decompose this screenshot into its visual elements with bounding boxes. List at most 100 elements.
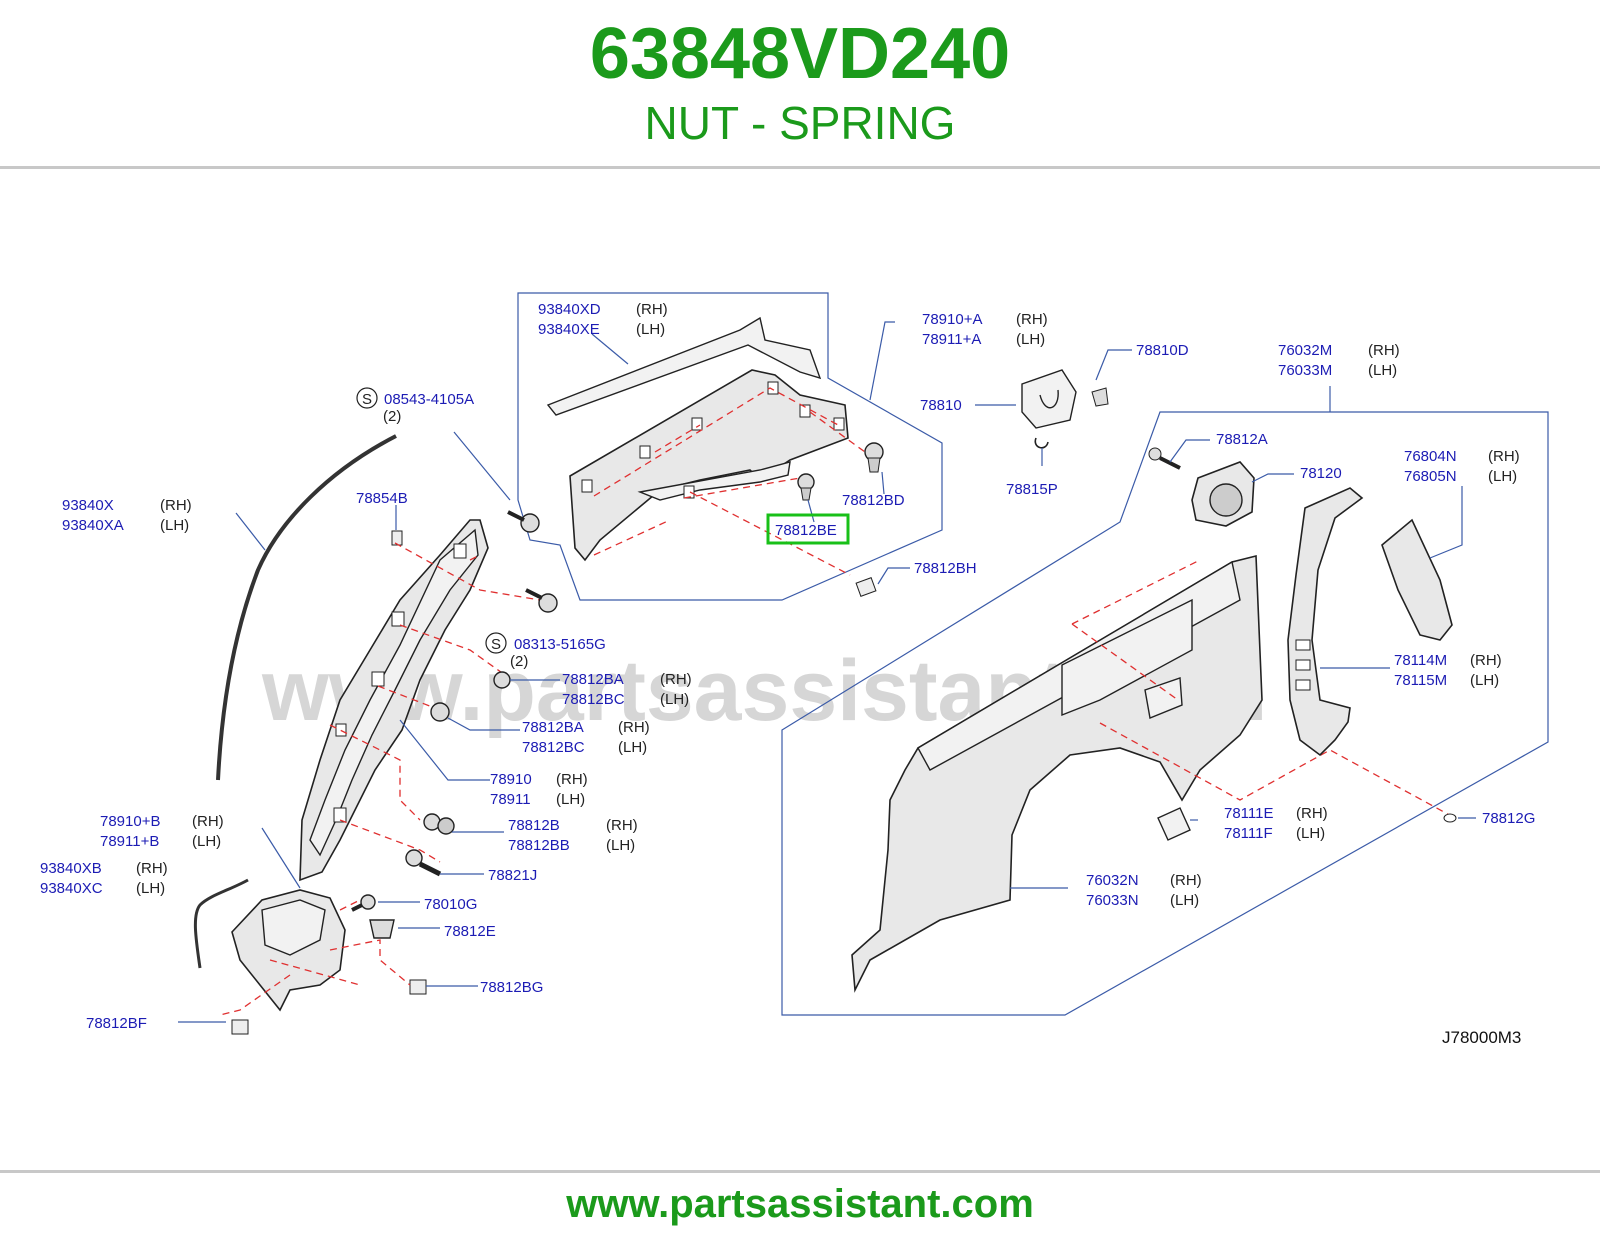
- label-78812BA[interactable]: 78812BA: [562, 671, 624, 688]
- clip-78812BA-lower: [430, 702, 450, 722]
- label-78812G[interactable]: 78812G: [1482, 810, 1535, 827]
- bolt-08313: [525, 588, 558, 613]
- highlight-box: [766, 513, 850, 545]
- clip-78812BF: [231, 1019, 249, 1035]
- label-78812BF[interactable]: 78812BF: [86, 1015, 147, 1032]
- body-panel-frame: [781, 411, 1549, 1016]
- upper-panel-dash-lines: [593, 387, 866, 576]
- side-lh: (LH): [660, 691, 689, 708]
- label-08543-4105A[interactable]: 08543-4105A: [384, 391, 474, 408]
- label-78115M[interactable]: 78115M: [1394, 672, 1447, 689]
- label-76033N[interactable]: 76033N: [1086, 892, 1139, 909]
- label-76804N[interactable]: 76804N: [1404, 448, 1457, 465]
- clip-78812BE: [797, 473, 815, 501]
- label-78120[interactable]: 78120: [1300, 465, 1342, 482]
- side-lh: (LH): [1296, 825, 1325, 842]
- diagram-code: J78000M3: [1442, 1028, 1521, 1047]
- label-93840XB[interactable]: 93840XB: [40, 860, 102, 877]
- side-rh: (RH): [606, 817, 638, 834]
- clip-78812BA-upper: [493, 671, 511, 689]
- label-78812BG[interactable]: 78812BG: [480, 979, 543, 996]
- wheel-arch-trim: [299, 519, 489, 882]
- label-78812BB[interactable]: 78812BB: [508, 837, 570, 854]
- label-78910B[interactable]: 78910+B: [100, 813, 160, 830]
- qty-2: (2): [383, 408, 401, 425]
- side-lh: (LH): [192, 833, 221, 850]
- label-78812BD[interactable]: 78812BD: [842, 492, 905, 509]
- label-93840XD[interactable]: 93840XD: [538, 301, 601, 318]
- label-93840XC[interactable]: 93840XC: [40, 880, 103, 897]
- part-number-title: 63848VD240: [589, 14, 1011, 94]
- label-78812BC[interactable]: 78812BC: [562, 691, 625, 708]
- side-rh: (RH): [1016, 311, 1048, 328]
- label-78911A[interactable]: 78911+A: [922, 331, 981, 348]
- clip-78812BD: [864, 442, 884, 473]
- screw-symbol: S: [491, 636, 501, 653]
- label-78810D[interactable]: 78810D: [1136, 342, 1189, 359]
- label-78910[interactable]: 78910: [490, 771, 532, 788]
- side-rh: (RH): [136, 860, 168, 877]
- label-78911B[interactable]: 78911+B: [100, 833, 159, 850]
- side-lh: (LH): [1368, 362, 1397, 379]
- upper-panel-clips: [581, 381, 845, 499]
- label-78815P[interactable]: 78815P: [1006, 481, 1058, 498]
- label-76033M[interactable]: 76033M: [1278, 362, 1332, 379]
- side-rh: (RH): [660, 671, 692, 688]
- side-lh: (LH): [1170, 892, 1199, 909]
- label-78111E[interactable]: 78111E: [1224, 805, 1274, 822]
- mud-flap-dash-lines: [219, 899, 411, 1016]
- bolt-78010G: [351, 894, 376, 912]
- label-93840XA[interactable]: 93840XA: [62, 517, 124, 534]
- side-rh: (RH): [1488, 448, 1520, 465]
- label-78821J[interactable]: 78821J: [488, 867, 537, 884]
- side-rh: (RH): [1296, 805, 1328, 822]
- clip-78812E: [369, 919, 395, 939]
- screw-78812A: [1148, 447, 1181, 470]
- side-lh: (LH): [1488, 468, 1517, 485]
- body-panel-dash-lines: [1071, 559, 1456, 819]
- side-rh: (RH): [192, 813, 224, 830]
- clip-78812BH: [855, 577, 877, 597]
- side-rh: (RH): [1470, 652, 1502, 669]
- label-78812BA[interactable]: 78812BA: [522, 719, 584, 736]
- label-78812BC[interactable]: 78812BC: [522, 739, 585, 756]
- side-lh: (LH): [1016, 331, 1045, 348]
- label-78812BH[interactable]: 78812BH: [914, 560, 977, 577]
- parts-diagram: www.partsassistant.com: [40, 292, 1549, 1047]
- side-rh: (RH): [618, 719, 650, 736]
- label-78812B[interactable]: 78812B: [508, 817, 560, 834]
- label-78010G[interactable]: 78010G: [424, 896, 477, 913]
- bolt-08543: [507, 510, 540, 533]
- label-78111F[interactable]: 78111F: [1224, 825, 1273, 842]
- pillar-trim: [1287, 487, 1364, 757]
- label-78854B[interactable]: 78854B: [356, 490, 408, 507]
- screw-symbol-circle: [356, 387, 378, 409]
- label-93840XE[interactable]: 93840XE: [538, 321, 600, 338]
- label-76805N[interactable]: 76805N: [1404, 468, 1457, 485]
- qty-2: (2): [510, 653, 528, 670]
- label-78114M[interactable]: 78114M: [1394, 652, 1447, 669]
- side-rh: (RH): [636, 301, 668, 318]
- body-side-panel: [851, 554, 1263, 993]
- side-lh: (LH): [636, 321, 665, 338]
- wheel-arch-dash-lines: [329, 542, 541, 863]
- screw-symbol: S: [362, 391, 372, 408]
- label-78810[interactable]: 78810: [920, 397, 962, 414]
- screw-symbol-circle: [485, 632, 507, 654]
- clip-78815P: [1034, 437, 1049, 449]
- label-93840X[interactable]: 93840X: [62, 497, 114, 514]
- side-lh: (LH): [160, 517, 189, 534]
- label-78910A[interactable]: 78910+A: [922, 311, 982, 328]
- plug-78812G: [1443, 813, 1457, 823]
- footer-url[interactable]: www.partsassistant.com: [566, 1182, 1034, 1226]
- label-78812BE[interactable]: 78812BE: [775, 522, 837, 539]
- label-78812E[interactable]: 78812E: [444, 923, 496, 940]
- label-76032N[interactable]: 76032N: [1086, 872, 1139, 889]
- plug-78111E: [1157, 807, 1191, 841]
- label-76032M[interactable]: 76032M: [1278, 342, 1332, 359]
- weatherstrip-93840X: [216, 434, 397, 781]
- label-78812A[interactable]: 78812A: [1216, 431, 1268, 448]
- label-08313-5165G[interactable]: 08313-5165G: [514, 636, 606, 653]
- label-78911[interactable]: 78911: [490, 791, 531, 808]
- clip-78812BG: [409, 979, 427, 995]
